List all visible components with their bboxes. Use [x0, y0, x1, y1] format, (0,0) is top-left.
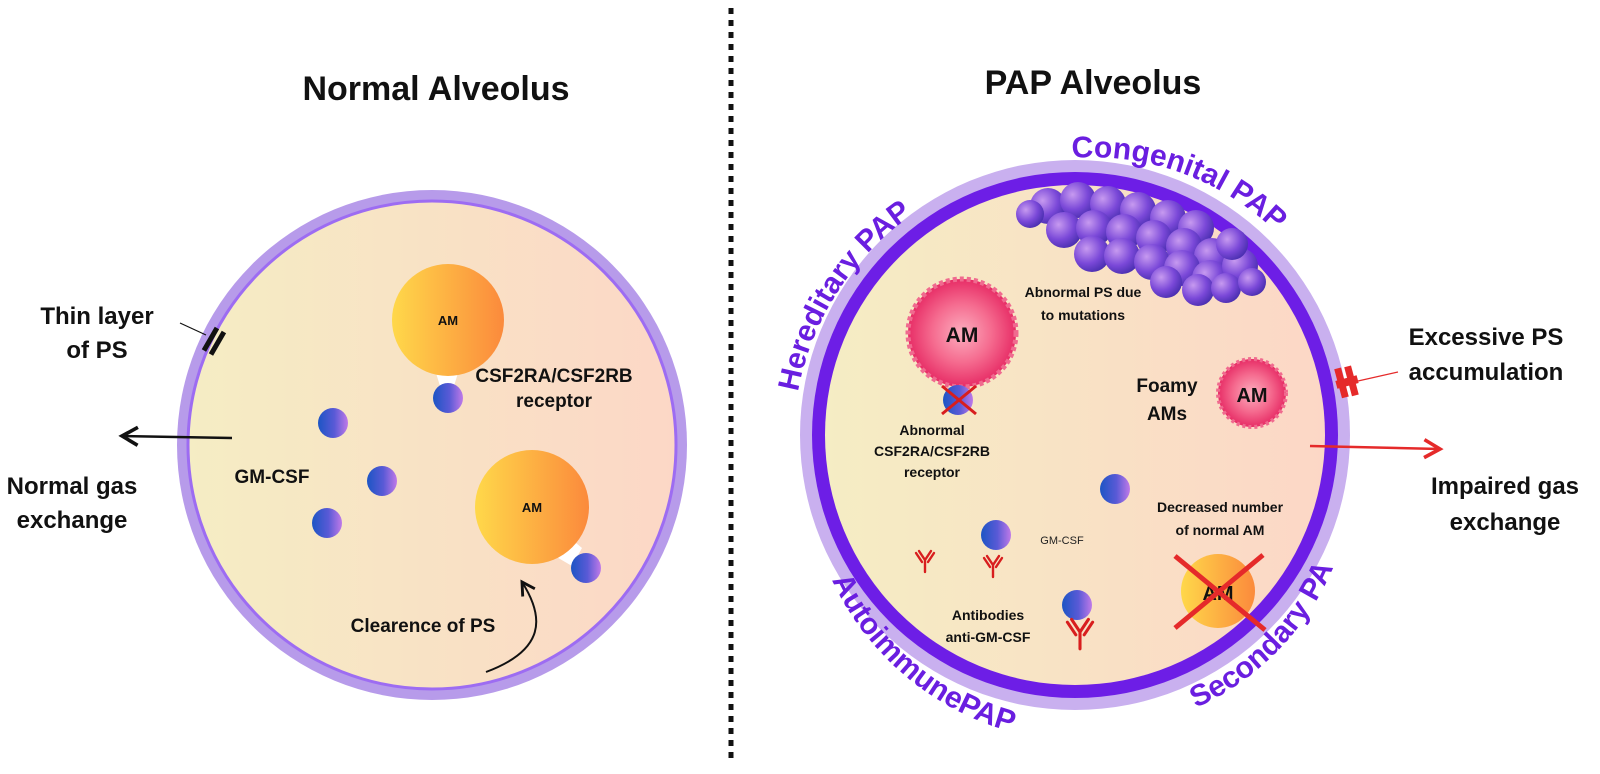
blocked-cross — [941, 384, 977, 416]
normal-alveolus-panel: Normal Alveolus Thin layer of PS Normal … — [7, 70, 687, 700]
abnormal-ps-label-line2: to mutations — [1041, 307, 1125, 323]
gmcsf-molecule — [981, 520, 1011, 550]
pap-title: PAP Alveolus — [985, 64, 1202, 102]
receptor-label: CSF2RA/CSF2RB — [475, 366, 632, 387]
normal-title: Normal Alveolus — [302, 70, 569, 108]
gmcsf-molecule — [1100, 474, 1130, 504]
decreased-label: Decreased number — [1157, 499, 1284, 515]
normal-alveolus-interior — [186, 199, 678, 691]
depleted-am: AM — [1173, 553, 1267, 632]
gmcsf-molecule — [318, 408, 348, 438]
alveolar-macrophage-bottom: AM — [475, 450, 601, 583]
excessive-label-line2: accumulation — [1409, 359, 1564, 386]
abnormal-receptor-label-line3: receptor — [904, 464, 961, 480]
svg-text:AM: AM — [946, 324, 979, 347]
normal-gas-exchange-arrow — [118, 425, 233, 447]
decreased-label-line2: of normal AM — [1176, 522, 1265, 538]
thin-ps-layer-marker — [179, 322, 227, 356]
excessive-ps-marker — [1334, 365, 1399, 399]
gmcsf-label: GM-CSF — [235, 467, 310, 488]
foamy-label: Foamy — [1136, 376, 1198, 397]
receptor-label-line2: receptor — [516, 391, 593, 412]
alveolar-macrophage-top: AM — [392, 264, 504, 413]
gmcsf-molecule — [312, 508, 342, 538]
gmcsf-bound — [571, 553, 601, 583]
abnormal-receptor-label: Abnormal — [899, 422, 964, 438]
impaired-gas-label-line2: exchange — [1450, 509, 1561, 536]
thin-layer-label-line2: of PS — [66, 337, 127, 364]
thin-layer-label: Thin layer — [40, 303, 153, 330]
clearance-label: Clearence of PS — [351, 616, 496, 637]
pap-gmcsf-label: GM-CSF — [1040, 535, 1084, 547]
clearance-arrow — [485, 579, 538, 673]
antibodies-label: Antibodies — [952, 607, 1025, 623]
abnormal-receptor-label-line2: CSF2RA/CSF2RB — [874, 443, 990, 459]
excessive-label: Excessive PS — [1409, 324, 1564, 351]
foamy-am-small: AM — [1216, 357, 1288, 429]
normal-gas-label: Normal gas — [7, 473, 138, 500]
antibody-icon — [1065, 617, 1095, 651]
gmcsf-bound — [433, 383, 463, 413]
svg-text:AM: AM — [522, 500, 542, 515]
antibodies-label-line2: anti-GM-CSF — [946, 629, 1031, 645]
foamy-label-line2: AMs — [1147, 404, 1187, 425]
foamy-am-large: AM — [905, 276, 1019, 416]
normal-gas-label-line2: exchange — [17, 507, 128, 534]
abnormal-ps-cluster — [1016, 182, 1266, 306]
svg-text:AM: AM — [1236, 385, 1267, 407]
svg-text:AM: AM — [438, 313, 458, 328]
gmcsf-molecule — [367, 466, 397, 496]
impaired-gas-exchange-arrow — [1309, 438, 1444, 460]
impaired-gas-label: Impaired gas — [1431, 473, 1579, 500]
abnormal-ps-label: Abnormal PS due — [1025, 284, 1142, 300]
gmcsf-molecule — [1062, 590, 1092, 620]
